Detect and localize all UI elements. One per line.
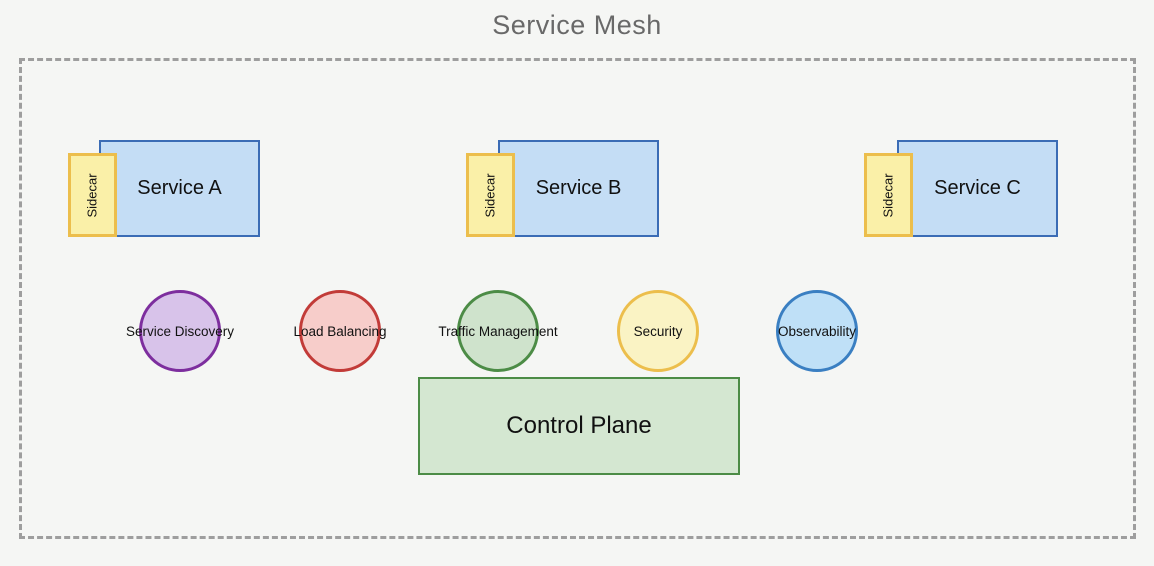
service-b-node: Service B — [498, 140, 659, 237]
control-plane-label: Control Plane — [506, 412, 652, 439]
circle-load-balancing-label: Load Balancing — [293, 323, 387, 339]
service-c-sidecar-node: Sidecar — [864, 153, 913, 237]
service-a-node: Service A — [99, 140, 260, 237]
control-plane-node: Control Plane — [418, 377, 740, 475]
circle-load-balancing: Load Balancing — [293, 290, 387, 372]
circle-observability-label: Observability — [777, 323, 857, 339]
mesh-boundary-dashed-box — [19, 58, 1136, 539]
service-b-sidecar-node: Sidecar — [466, 153, 515, 237]
service-b-label: Service B — [535, 177, 622, 199]
service-a-sidecar-label: Sidecar — [85, 172, 101, 218]
service-c-label: Service C — [934, 177, 1021, 199]
circle-security-label: Security — [633, 323, 683, 339]
circle-service-discovery: Service Discovery — [126, 290, 234, 372]
service-b-sidecar-label: Sidecar — [483, 172, 499, 218]
service-a-label: Service A — [137, 177, 222, 199]
circle-security: Security — [617, 290, 699, 372]
circle-observability: Observability — [776, 290, 858, 372]
diagram-title: Service Mesh — [492, 10, 662, 40]
circle-traffic-management: Traffic Management — [438, 290, 558, 372]
service-a-sidecar-node: Sidecar — [68, 153, 117, 237]
circle-traffic-management-label: Traffic Management — [438, 323, 558, 339]
service-c-sidecar-label: Sidecar — [881, 172, 897, 218]
circle-service-discovery-label: Service Discovery — [125, 323, 235, 339]
service-c-node: Service C — [897, 140, 1058, 237]
